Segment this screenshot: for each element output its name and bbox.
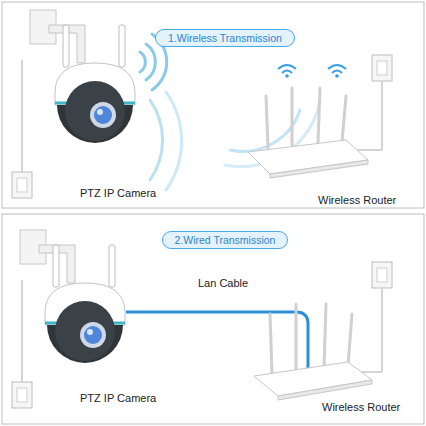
device-label: Lan Cable <box>196 277 250 290</box>
device-label: Wireless Router <box>316 194 398 207</box>
device-label: PTZ IP Camera <box>78 187 158 200</box>
pill-text: 2.Wired Transmission <box>175 234 276 246</box>
header-pill: 2.Wired Transmission <box>162 231 289 249</box>
pill-text: 1.Wireless Transmission <box>168 32 282 44</box>
header-pill: 1.Wireless Transmission <box>155 29 295 47</box>
device-label: PTZ IP Camera <box>78 392 158 405</box>
device-label: Wireless Router <box>320 401 402 414</box>
